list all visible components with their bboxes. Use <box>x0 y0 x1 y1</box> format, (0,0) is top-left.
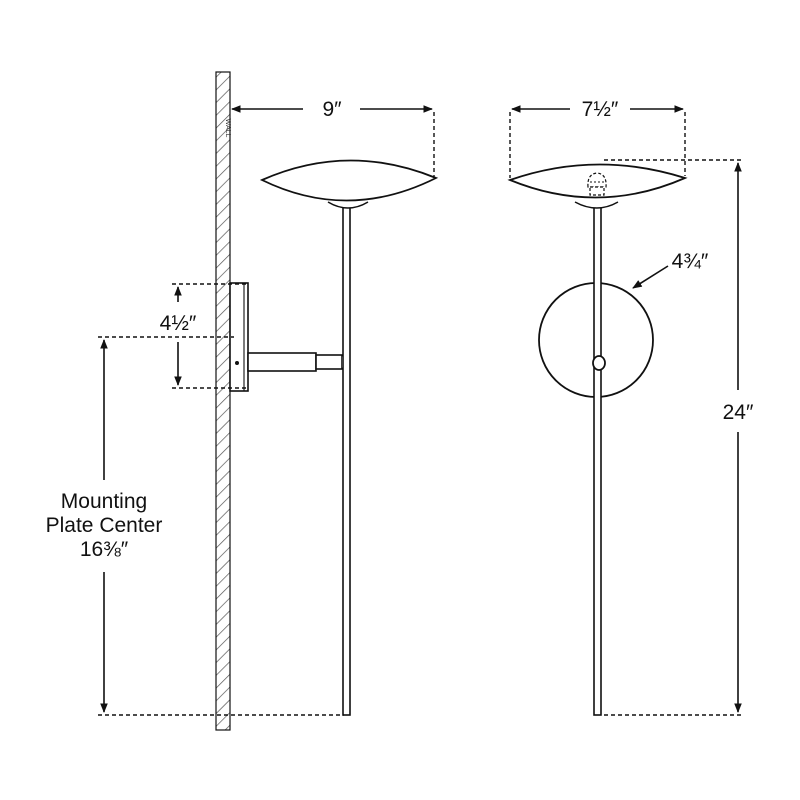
plate-height-label: 4½″ <box>160 312 197 335</box>
mounting-label-line2: Plate Center <box>46 514 163 537</box>
side-view <box>229 159 439 716</box>
front-dimension-lines <box>509 105 742 716</box>
mounting-label-line1: Mounting <box>61 490 147 513</box>
side-arm <box>247 352 317 372</box>
wall: WALL <box>215 71 231 731</box>
front-knob <box>592 355 606 371</box>
side-depth-label: 9″ <box>322 98 342 121</box>
front-view <box>507 163 688 716</box>
front-width-label: 7½″ <box>582 98 619 121</box>
wall-label: WALL <box>224 119 231 138</box>
side-stem <box>342 206 351 716</box>
bulb-icon <box>587 172 607 196</box>
overall-height-label: 24″ <box>723 401 754 424</box>
side-dimension-lines <box>98 105 435 716</box>
side-shade <box>259 159 439 202</box>
plate-diameter-label: 4¾″ <box>672 250 709 273</box>
front-stem <box>593 206 602 716</box>
mounting-label-value: 16⅜″ <box>80 538 129 561</box>
